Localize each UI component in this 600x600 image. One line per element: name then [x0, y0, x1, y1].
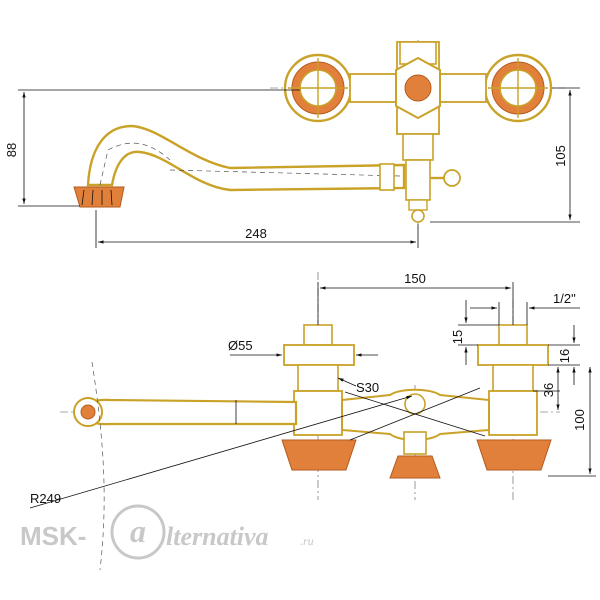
front-view: 88 105 248 [4, 40, 580, 248]
mixer-body [349, 41, 487, 201]
dimension-16: 16 [548, 325, 580, 385]
dimension-r249: R249 [29, 361, 413, 571]
spout [73, 124, 406, 208]
diverter-knob [408, 169, 461, 223]
dimension-150: 150 [317, 271, 514, 325]
dimension-105: 105 [430, 87, 580, 223]
watermark-brand-right: lternativa [166, 522, 269, 551]
dimension-248: 248 [95, 210, 419, 248]
dim-15-label: 15 [450, 330, 465, 344]
dimension-dia55: Ø55 [228, 338, 378, 357]
left-handle-wheel [283, 53, 353, 123]
dimension-100: 100 [548, 367, 596, 477]
dim-248-label: 248 [245, 226, 267, 241]
dim-16-label: 16 [557, 349, 572, 363]
spout-plan [73, 397, 298, 427]
center-body [341, 388, 490, 479]
dimension-s30: S30 [337, 377, 379, 395]
dim-half-inch-label: 1/2" [553, 291, 576, 306]
dim-88-label: 88 [4, 143, 19, 157]
dimension-88: 88 [4, 89, 300, 207]
dim-105-label: 105 [553, 145, 568, 167]
watermark-domain: .ru [300, 534, 314, 548]
dim-s30-label: S30 [356, 380, 379, 395]
watermark-brand-left: MSK- [20, 521, 86, 551]
watermark-at-icon: a [110, 504, 166, 560]
dimension-half-inch: 1/2" [470, 291, 580, 325]
dimension-15: 15 [450, 300, 499, 365]
left-connection [281, 324, 357, 471]
dim-r249-label: R249 [30, 491, 61, 506]
dim-36-label: 36 [541, 383, 556, 397]
watermark: MSK- a lternativa .ru [20, 504, 314, 560]
dim-150-label: 150 [404, 271, 426, 286]
dim-dia55-label: Ø55 [228, 338, 253, 353]
dimension-36: 36 [533, 367, 560, 410]
right-connection [476, 324, 552, 471]
plan-view: R249 150 1/2" Ø55 15 [29, 271, 596, 571]
watermark-brand-letter: a [130, 513, 146, 549]
dim-100-label: 100 [572, 409, 587, 431]
right-handle-wheel [483, 53, 553, 123]
